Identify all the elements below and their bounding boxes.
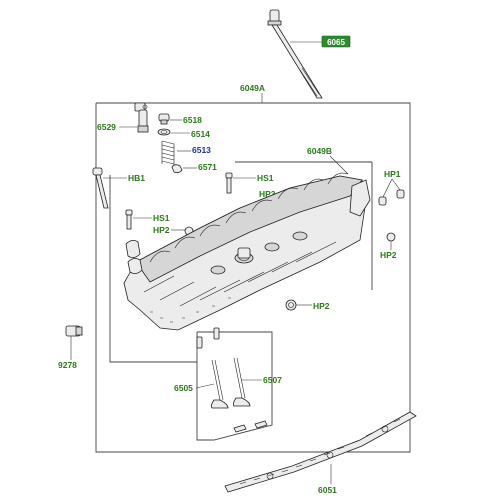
- callout-6051: 6051: [318, 485, 337, 495]
- head-bolt-hb1: [92, 167, 109, 209]
- spring-part-6513: [161, 140, 175, 167]
- bolt-badge-label: 6065: [327, 38, 345, 47]
- valve-keepers: [233, 420, 268, 433]
- stud-part-hs1-top: [225, 172, 233, 194]
- cap-part-6518: [158, 113, 170, 125]
- sensor-part-6529: [134, 102, 149, 133]
- valve-guides: [196, 327, 220, 349]
- head-bolt-part: [267, 9, 323, 99]
- callout-hp2-right: HP2: [380, 250, 397, 260]
- callout-hp2-bottom: HP2: [313, 301, 330, 311]
- callout-hp1: HP1: [384, 169, 401, 179]
- seal-part-6514: [157, 128, 171, 136]
- callout-hp3: HP3: [259, 189, 276, 199]
- cylinder-head-frame: [109, 175, 197, 363]
- callout-6513: 6513: [192, 145, 211, 155]
- callout-6529: 6529: [97, 122, 116, 132]
- cylinder-head-casting: [123, 172, 371, 331]
- stud-part-hs1-left: [125, 209, 133, 230]
- valve-part-6505: [210, 359, 229, 409]
- callout-6505: 6505: [174, 383, 193, 393]
- callout-6514: 6514: [191, 129, 210, 139]
- callout-hp2-left: HP2: [153, 225, 170, 235]
- assembly-frame: [95, 102, 411, 453]
- bolt-badge: [321, 35, 351, 48]
- callout-6507: 6507: [263, 375, 282, 385]
- head-gasket-part-6051: [224, 411, 417, 493]
- sensor-part-9278: [65, 325, 83, 337]
- plug-part-hp1: [378, 189, 405, 206]
- callout-6049a: 6049A: [240, 83, 265, 93]
- callout-hs1-left: HS1: [153, 213, 170, 223]
- callout-6049b: 6049B: [307, 146, 332, 156]
- plug-part-hp2-right: [386, 232, 396, 242]
- callout-9278: 9278: [58, 360, 77, 370]
- callout-hb1: HB1: [128, 173, 145, 183]
- callout-hs1-top: HS1: [257, 173, 274, 183]
- retainer-part-6571: [171, 164, 183, 174]
- valve-frame: [196, 331, 273, 441]
- valve-part-6507: [232, 357, 251, 407]
- callout-6571: 6571: [198, 162, 217, 172]
- plug-part-hp2-bottom: [285, 299, 297, 311]
- callout-6518: 6518: [183, 115, 202, 125]
